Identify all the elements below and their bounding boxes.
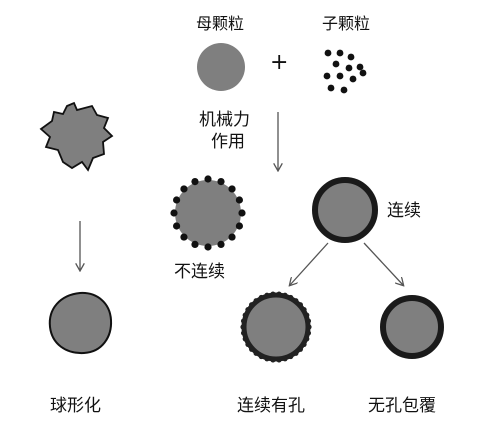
coating-dot xyxy=(282,356,288,362)
coating-dot xyxy=(305,330,312,336)
mother-particle xyxy=(197,43,245,91)
continuous-porous-coated-particle xyxy=(240,291,312,363)
coating-dot xyxy=(240,324,246,330)
arrow-to-nonporous xyxy=(363,242,403,285)
coating-dot xyxy=(170,209,178,217)
coating-dot xyxy=(276,291,282,297)
label-mechanical-force: 机械力 xyxy=(199,110,250,130)
coating-dot xyxy=(258,294,264,301)
coating-dot xyxy=(301,307,307,313)
coating-dot xyxy=(282,292,288,298)
coating-dot xyxy=(245,341,251,347)
irregular-particle xyxy=(39,101,114,172)
coating-dot xyxy=(305,318,312,324)
coating-dot xyxy=(180,233,188,241)
coating-dot xyxy=(270,291,276,297)
coating-dot xyxy=(242,336,248,342)
coating-dot xyxy=(288,294,294,301)
coating-dot xyxy=(249,302,255,308)
label-action: 作用 xyxy=(211,132,245,152)
coating-dot xyxy=(276,357,282,363)
coating-dot xyxy=(245,307,251,313)
coating-dot xyxy=(172,222,181,230)
label-mother-particle: 母颗粒 xyxy=(196,14,245,33)
coating-dot xyxy=(297,302,303,308)
coating-dot xyxy=(301,341,307,347)
label-spheroidization: 球形化 xyxy=(50,396,101,416)
label-discontinuous: 不连续 xyxy=(174,262,225,282)
coating-dot xyxy=(304,312,310,318)
coating-dot xyxy=(235,222,244,230)
label-continuous: 连续 xyxy=(387,201,421,221)
coating-dot xyxy=(191,177,199,186)
coating-dot xyxy=(172,196,181,204)
coating-dot xyxy=(180,185,188,193)
coating-dot xyxy=(306,324,312,330)
coating-dot xyxy=(217,240,225,249)
coating-dot xyxy=(293,350,299,356)
plus-sign: + xyxy=(270,50,289,75)
coating-dot xyxy=(288,353,294,360)
daughter-particles xyxy=(323,49,367,94)
coating-dot xyxy=(297,346,303,352)
coating-dot xyxy=(293,298,299,304)
coating-dot xyxy=(253,350,259,356)
coating-dot xyxy=(264,292,270,298)
coating-dot xyxy=(270,357,276,363)
coating-dot xyxy=(304,336,310,342)
coating-dot xyxy=(240,318,247,324)
label-daughter-particles: 子颗粒 xyxy=(322,14,371,33)
coating-dot xyxy=(242,312,248,318)
coating-dot xyxy=(264,356,270,362)
coating-dot xyxy=(228,185,236,193)
coating-dot xyxy=(258,353,264,360)
spheroid-particle xyxy=(48,291,113,355)
coating-dot xyxy=(249,346,255,352)
coating-dot xyxy=(217,177,225,186)
discontinuous-coated-particle xyxy=(170,175,246,251)
coating-dot xyxy=(191,240,199,249)
continuous-coated-particle xyxy=(312,177,378,243)
arrow-to-porous xyxy=(290,242,329,285)
coating-dot xyxy=(238,209,246,217)
label-nonporous-coating: 无孔包覆 xyxy=(368,396,436,416)
coating-dot xyxy=(228,233,236,241)
label-continuous-porous: 连续有孔 xyxy=(237,396,305,416)
coating-dot xyxy=(204,175,212,183)
coating-dot xyxy=(235,196,244,204)
coating-dot xyxy=(240,330,247,336)
nonporous-coated-particle xyxy=(380,295,444,359)
coating-dot xyxy=(204,243,212,251)
coating-dot xyxy=(253,298,259,304)
